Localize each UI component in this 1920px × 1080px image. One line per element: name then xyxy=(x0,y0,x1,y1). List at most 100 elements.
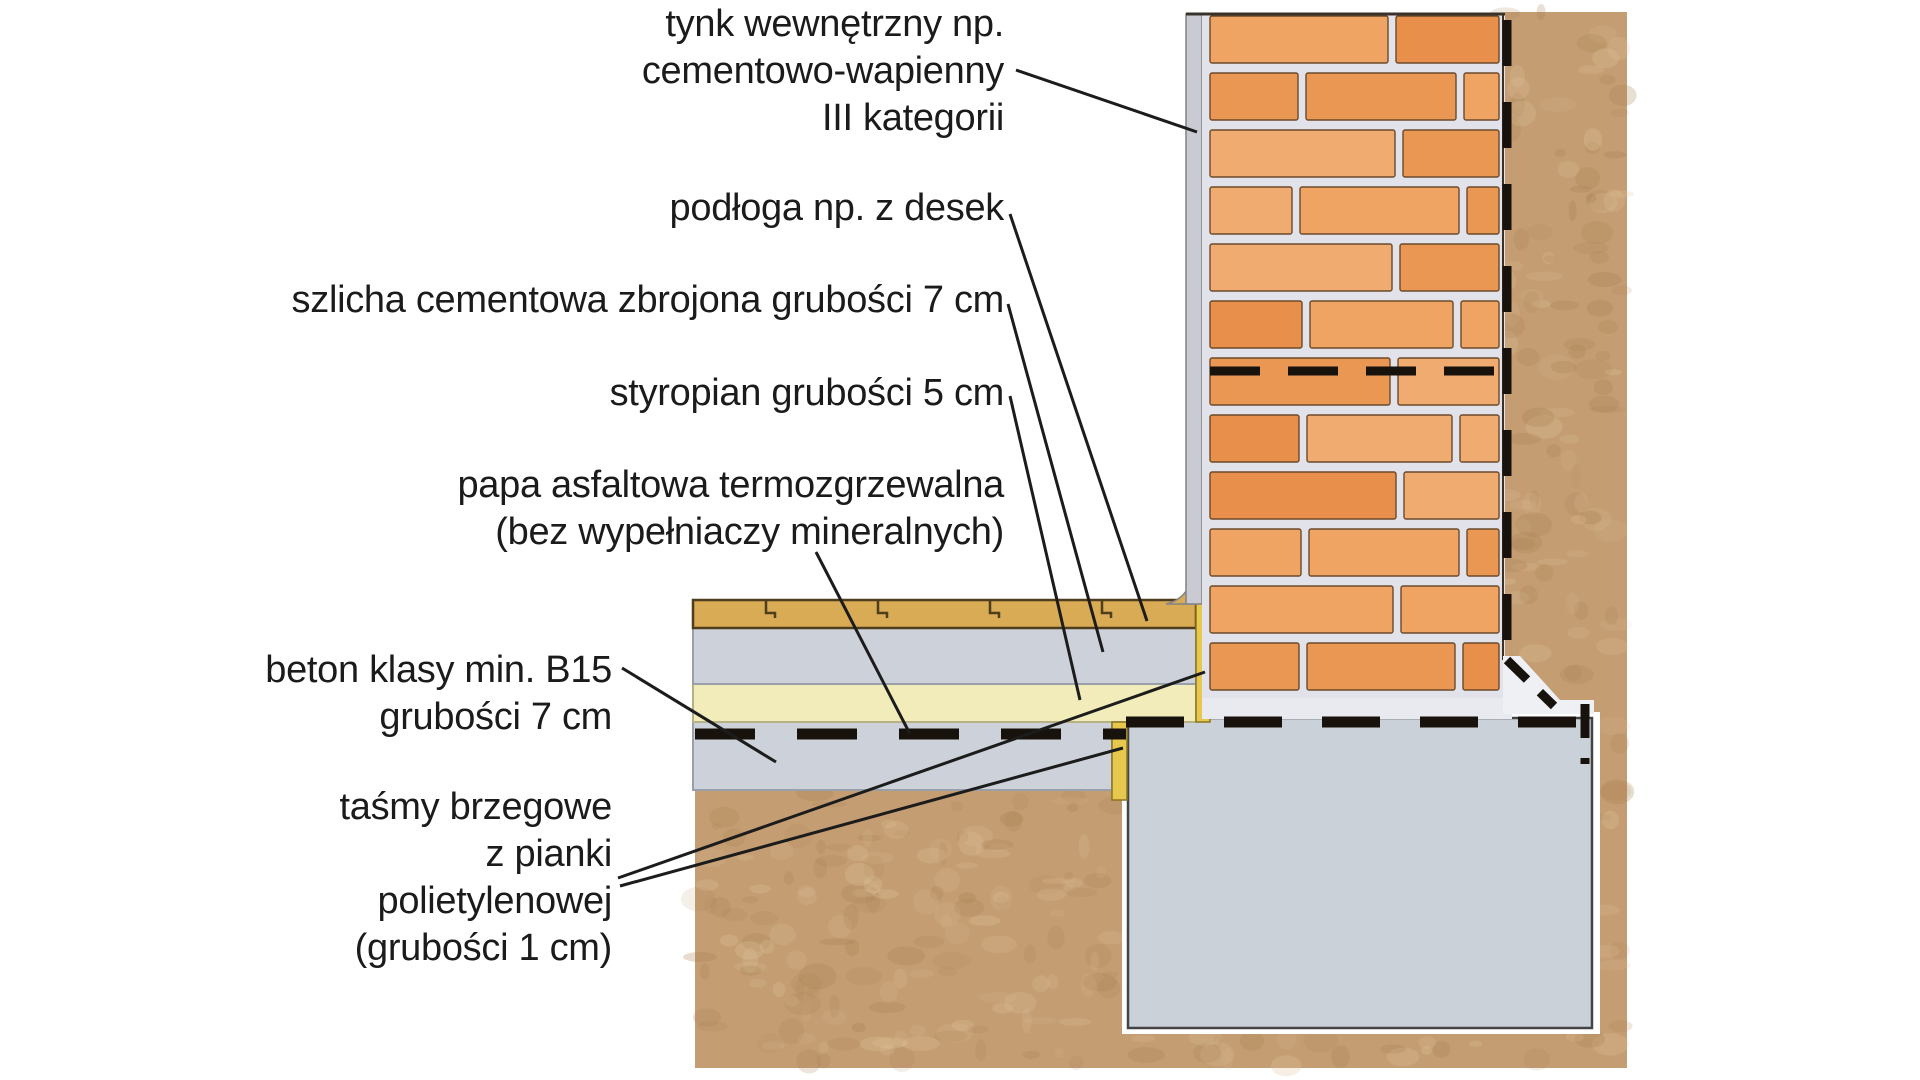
soil-speckle xyxy=(1574,1030,1606,1048)
brick xyxy=(1397,357,1500,406)
leader-tasmy-2 xyxy=(619,746,1124,888)
label-screed: szlicha cementowa zbrojona grubości 7 cm xyxy=(291,279,1005,321)
soil-speckle xyxy=(1585,141,1600,154)
soil-speckle xyxy=(1200,1041,1235,1066)
soil-speckle xyxy=(1102,971,1119,979)
soil-speckle xyxy=(1515,512,1553,538)
soil-speckle xyxy=(829,994,840,1018)
soil-speckle xyxy=(1064,877,1083,888)
soil-speckle xyxy=(933,1030,968,1043)
leader-tasmy-1 xyxy=(617,670,1206,880)
soil-speckle xyxy=(938,842,948,867)
brick xyxy=(1209,471,1397,520)
soil-speckle xyxy=(980,839,1014,851)
soil-speckle xyxy=(825,843,853,852)
soil-speckle xyxy=(1572,241,1610,255)
soil-speckle xyxy=(1507,433,1541,445)
soil-speckle xyxy=(1563,338,1596,351)
soil-speckle xyxy=(1519,585,1538,605)
soil-speckle xyxy=(1432,1040,1451,1058)
soil-speckle xyxy=(769,923,796,946)
soil-speckle xyxy=(1586,193,1597,204)
soil-speckle xyxy=(742,947,758,974)
soil-speckle xyxy=(757,1033,782,1054)
soil-speckle xyxy=(1192,1042,1222,1063)
soil-speckle xyxy=(1523,291,1540,314)
soil-speckle xyxy=(1566,549,1589,558)
soil-speckle xyxy=(783,871,794,885)
soil-speckle xyxy=(1028,875,1062,895)
foundation-block xyxy=(1126,716,1594,1030)
leader-szlicha xyxy=(1006,303,1105,653)
soil-speckle xyxy=(1047,925,1065,950)
soil-speckle xyxy=(1221,1047,1234,1071)
soil-speckle xyxy=(1303,1028,1338,1053)
soil-speckle xyxy=(974,849,1012,859)
soil-speckle xyxy=(999,811,1024,827)
soil-speckle xyxy=(975,1039,987,1062)
soil-speckle xyxy=(1586,299,1614,317)
soil-speckle xyxy=(1127,1047,1165,1063)
soil-speckle xyxy=(1601,810,1619,830)
soil-speckle xyxy=(797,887,817,906)
soil-speckle xyxy=(1609,84,1637,107)
brick xyxy=(1402,129,1500,178)
soil-speckle xyxy=(1510,538,1536,550)
soil-speckle xyxy=(868,1001,906,1013)
brick xyxy=(1308,528,1460,577)
soil-speckle xyxy=(956,830,969,843)
soil-speckle xyxy=(1023,1017,1058,1024)
soil-speckle xyxy=(797,885,816,898)
plaster-strip xyxy=(1185,13,1203,605)
soil-speckle xyxy=(1421,1046,1432,1055)
soil-speckle xyxy=(796,1049,822,1074)
soil-speckle xyxy=(1557,160,1579,178)
soil-speckle xyxy=(816,1053,831,1069)
soil-speckle xyxy=(1509,532,1543,554)
soil-speckle xyxy=(879,1044,895,1056)
soil-speckle xyxy=(1529,490,1540,508)
soil-speckle xyxy=(1576,34,1607,53)
soil-speckle xyxy=(1583,128,1603,152)
soil-speckle xyxy=(742,933,771,952)
soil-speckle xyxy=(1595,716,1631,735)
brick xyxy=(1209,528,1302,577)
soil-speckle xyxy=(1604,606,1619,625)
soil-speckle xyxy=(801,1001,812,1022)
soil-speckle xyxy=(852,888,876,898)
soil-speckle xyxy=(1550,300,1580,311)
soil-speckle xyxy=(1607,37,1630,61)
soil-speckle xyxy=(1568,344,1586,359)
soil-speckle xyxy=(733,961,768,973)
soil-speckle xyxy=(1608,941,1630,959)
soil-speckle xyxy=(1082,972,1117,992)
soil-speckle xyxy=(1564,664,1583,682)
soil-speckle xyxy=(815,855,848,867)
soil-speckle xyxy=(1587,272,1622,288)
soil-speckle xyxy=(847,845,868,862)
soil-speckle xyxy=(1032,975,1050,993)
soil-speckle xyxy=(1510,562,1540,572)
soil-speckle xyxy=(934,868,960,893)
soil-speckle xyxy=(1581,221,1614,245)
soil-speckle xyxy=(1611,285,1632,296)
soil-speckle xyxy=(916,847,948,864)
soil-speckle xyxy=(819,938,855,946)
brick xyxy=(1209,585,1394,634)
soil-speckle xyxy=(750,910,779,926)
soil-speckle xyxy=(1574,359,1613,380)
soil-speckle xyxy=(1525,271,1563,282)
soil-speckle xyxy=(959,825,994,847)
soil-speckle xyxy=(1608,1020,1633,1033)
soil-speckle xyxy=(1063,884,1074,892)
brick xyxy=(1306,642,1456,691)
soil-speckle xyxy=(852,896,887,913)
soil-speckle xyxy=(1131,1035,1156,1043)
brick xyxy=(1395,15,1500,64)
soil-speckle xyxy=(1592,48,1620,68)
tongue-groove-joints xyxy=(764,601,1113,618)
soil-speckle xyxy=(1509,65,1525,88)
soil-speckle xyxy=(1022,1050,1040,1059)
mortar-field xyxy=(1202,14,1505,698)
